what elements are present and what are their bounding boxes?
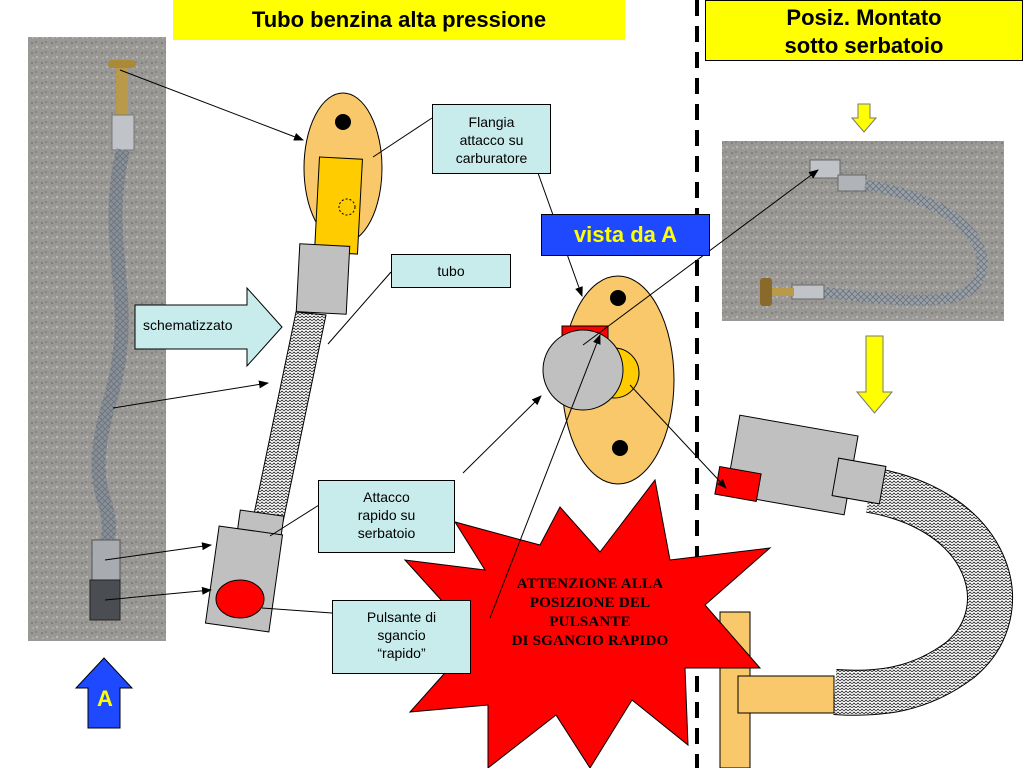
warning-text: ATTENZIONE ALLA POSIZIONE DEL PULSANTE D… — [470, 575, 710, 651]
schematizzato-text: schematizzato — [143, 317, 233, 333]
warning-line3: PULSANTE — [549, 614, 631, 630]
callout-pulsante-line1: Pulsante di — [366, 609, 437, 625]
arrow-up-icon — [74, 657, 134, 729]
callout-pulsante-line3: “rapido” — [377, 645, 426, 662]
callout-pulsante-line2: sgancio — [377, 627, 426, 644]
callout-flangia-line3: carburatore — [455, 150, 528, 167]
callout-attacco: Attacco rapido su serbatoio — [318, 480, 455, 553]
warning-line4: DI SGANCIO RAPIDO — [511, 633, 669, 649]
main-title-text: Tubo benzina alta pressione — [251, 7, 547, 32]
mounted-title: Posiz. Montato sotto serbatoio — [705, 0, 1023, 61]
callout-attacco-line1: Attacco — [363, 489, 410, 505]
arrow-right-icon — [134, 286, 283, 368]
callout-flangia-line1: Flangia — [468, 114, 515, 130]
warning-burst — [378, 478, 772, 768]
mounted-schematic — [714, 414, 1013, 768]
callout-tubo: tubo — [391, 254, 511, 288]
main-title: Tubo benzina alta pressione — [173, 0, 625, 40]
schematic-hose — [204, 92, 383, 633]
arrow-a-label: A — [90, 686, 120, 712]
callout-attacco-line3: serbatoio — [357, 525, 416, 542]
callout-attacco-line2: rapido su — [357, 507, 416, 524]
vista-label: vista da A — [541, 214, 710, 256]
view-from-a — [542, 275, 675, 485]
leader-lines — [104, 69, 819, 619]
mounted-title-line1: Posiz. Montato — [786, 5, 942, 30]
mounted-title-line2: sotto serbatoio — [784, 33, 944, 58]
vista-text: vista da A — [573, 222, 678, 247]
schematizzato-label: schematizzato — [143, 317, 263, 333]
callout-pulsante: Pulsante di sgancio “rapido” — [332, 600, 471, 674]
callout-flangia-line2: attacco su — [459, 132, 524, 149]
callout-tubo-text: tubo — [437, 263, 465, 279]
warning-line1: ATTENZIONE ALLA — [516, 576, 664, 592]
photo-right — [722, 141, 1004, 321]
callout-flangia: Flangia attacco su carburatore — [432, 104, 551, 174]
arrow-a-text: A — [97, 686, 113, 711]
arrow-down-icon — [850, 103, 878, 133]
arrow-down-icon — [855, 335, 894, 414]
warning-line2: POSIZIONE DEL — [529, 595, 651, 611]
